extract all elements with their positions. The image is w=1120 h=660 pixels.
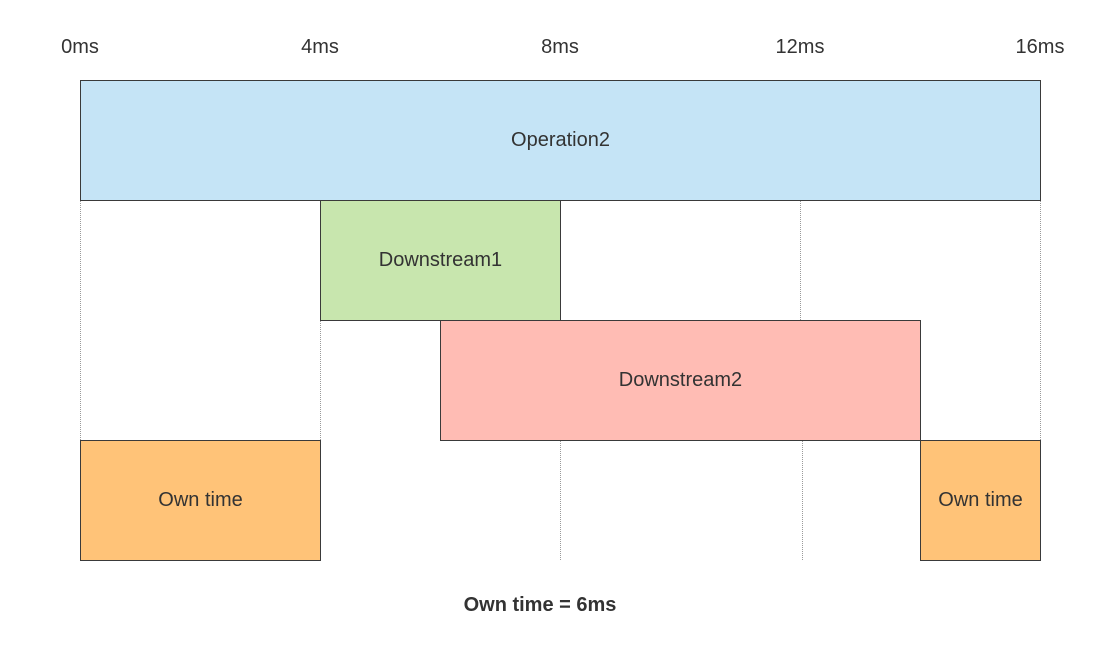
tick-label-8ms: 8ms [541, 36, 579, 58]
guide-line-16ms [1040, 200, 1041, 440]
own-time-label-start: Own time [158, 489, 243, 511]
guide-line-12ms-lower [802, 440, 803, 560]
downstream2-label: Downstream2 [618, 369, 743, 391]
downstream2-bar: Downstream2 [440, 320, 921, 441]
own-time-bar-start: Own time [80, 440, 321, 561]
downstream1-label: Downstream1 [378, 249, 503, 271]
guide-line-12ms-upper [800, 200, 801, 320]
tick-label-4ms: 4ms [301, 36, 339, 58]
tick-label-0ms: 0ms [61, 36, 99, 58]
own-time-label-end: Own time [938, 489, 1023, 511]
operation2-bar: Operation2 [80, 80, 1041, 201]
own-time-bar-end: Own time [920, 440, 1041, 561]
own-time-summary: Own time = 6ms [463, 594, 617, 616]
tick-label-16ms: 16ms [1015, 36, 1065, 58]
downstream1-bar: Downstream1 [320, 200, 561, 321]
operation2-label: Operation2 [511, 129, 610, 151]
tick-label-12ms: 12ms [775, 36, 825, 58]
guide-line-4ms [320, 320, 321, 440]
guide-line-8ms [560, 440, 561, 560]
guide-line-0ms [80, 200, 81, 440]
